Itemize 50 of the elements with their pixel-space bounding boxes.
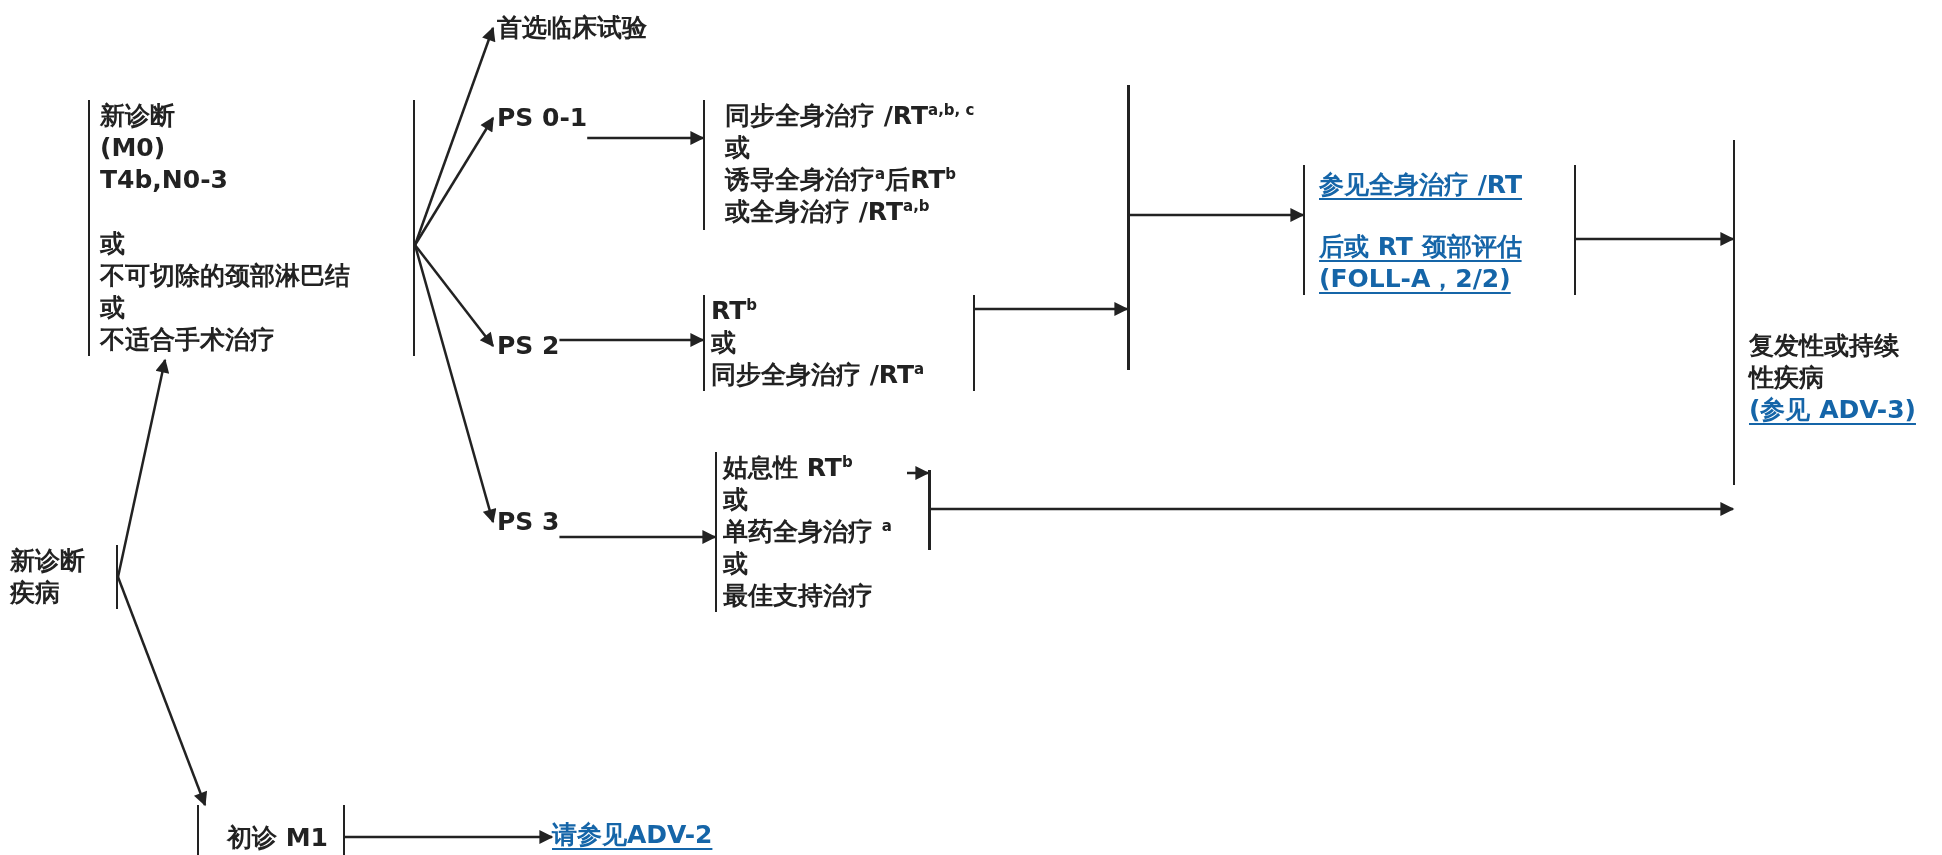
label-text: 新诊断疾病 <box>10 545 86 609</box>
label-text: 或 <box>711 327 737 359</box>
label-text: 单药全身治疗 $^{a}$ <box>723 516 893 548</box>
reference-text: 后或 RT 颈部评估 (FOLL-A，2/2) <box>1319 231 1523 295</box>
arrow <box>414 244 494 348</box>
bracketed-box <box>88 100 415 356</box>
arrow <box>587 131 705 145</box>
label-text: 诱导全身治疗$^{a}$后RT$^{b}$ <box>725 164 958 196</box>
bracket-bar <box>1127 85 1130 370</box>
arrow <box>413 244 497 524</box>
label-text: 或全身治疗 /RT$^{a,b}$ <box>725 196 931 228</box>
label-text: 同步全身治疗 /RT$^{a}$ <box>711 359 926 391</box>
label-text: 新诊断 (M0) T4b,N0-3 <box>100 100 229 196</box>
label-text: 初诊 M1 <box>227 822 329 854</box>
arrow <box>345 830 554 844</box>
label-text: 或 <box>100 292 126 324</box>
arrow <box>116 358 170 578</box>
label-text: PS 2 <box>497 330 560 362</box>
arrow <box>931 502 1735 516</box>
arrow <box>907 466 930 480</box>
label-text: PS 3 <box>497 506 560 538</box>
reference-text: 请参见ADV-2 <box>552 819 713 851</box>
bracket-bar <box>928 470 931 550</box>
arrow <box>116 576 208 807</box>
label-text: PS 0-1 <box>497 102 588 134</box>
arrow <box>559 530 717 544</box>
arrow <box>1576 232 1735 246</box>
label-text: 不适合手术治疗 <box>100 324 276 356</box>
label-text: 或 <box>723 484 749 516</box>
bracketed-box <box>703 295 975 391</box>
label-text: 或 <box>723 548 749 580</box>
reference-text: (参见 ADV-3) <box>1749 394 1916 426</box>
label-text: 同步全身治疗 /RT$^{a,b, c}$ <box>725 100 975 132</box>
reference-text: 参见全身治疗 /RT <box>1319 169 1522 201</box>
label-text: RT$^{b}$ <box>711 295 758 327</box>
arrow <box>559 333 705 347</box>
arrow <box>975 302 1129 316</box>
label-text: 首选临床试验 <box>497 12 647 44</box>
arrow <box>1130 208 1305 222</box>
label-text: 姑息性 RT$^{b}$ <box>723 452 854 484</box>
label-text: 复发性或持续性疾病 <box>1749 330 1900 394</box>
label-text: 最佳支持治疗 <box>723 580 874 612</box>
bracketed-box <box>1303 165 1576 295</box>
bracketed-box <box>197 805 345 855</box>
label-text: 不可切除的颈部淋巴结 <box>100 260 351 292</box>
label-text: 或 <box>100 228 126 260</box>
bracketed-box <box>10 545 118 609</box>
label-text: 或 <box>725 132 751 164</box>
arrow <box>413 116 495 246</box>
bracketed-box <box>703 100 975 230</box>
